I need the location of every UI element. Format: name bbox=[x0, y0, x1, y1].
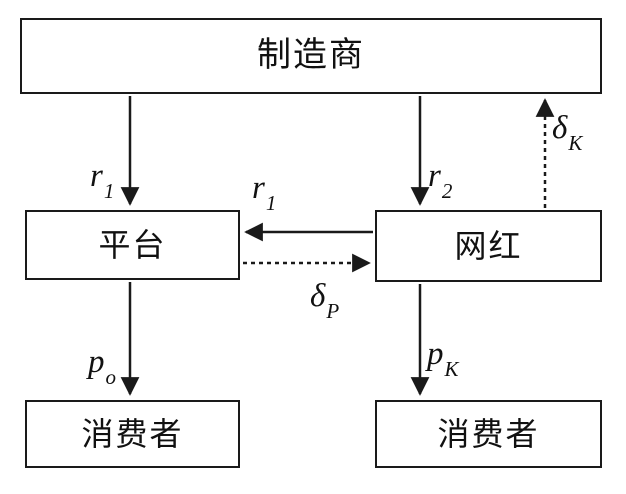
label-subscript: 2 bbox=[441, 178, 453, 203]
label-base: r bbox=[252, 170, 265, 206]
edge-label-r1-horizontal: r1 bbox=[252, 170, 276, 214]
label-subscript: o bbox=[105, 364, 117, 389]
node-manufacturer-label: 制造商 bbox=[257, 37, 365, 74]
node-influencer-label: 网红 bbox=[454, 228, 523, 264]
label-subscript: 1 bbox=[265, 190, 277, 215]
edge-label-delta-P: δP bbox=[310, 278, 339, 322]
node-platform-label: 平台 bbox=[98, 227, 167, 263]
label-base: p bbox=[88, 344, 105, 380]
label-subscript: K bbox=[444, 356, 459, 381]
label-subscript: K bbox=[568, 130, 583, 155]
node-platform: 平台 bbox=[25, 210, 240, 280]
edge-label-r2-vertical: r2 bbox=[428, 158, 452, 202]
node-manufacturer: 制造商 bbox=[20, 18, 602, 94]
label-base: r bbox=[90, 158, 103, 194]
edge-label-r1-vertical: r1 bbox=[90, 158, 114, 202]
edge-label-delta-K: δK bbox=[552, 110, 582, 154]
label-base: r bbox=[428, 158, 441, 194]
label-base: δ bbox=[310, 278, 326, 314]
label-subscript: 1 bbox=[103, 178, 115, 203]
node-consumer-right: 消费者 bbox=[375, 400, 602, 468]
label-base: p bbox=[427, 336, 444, 372]
label-base: δ bbox=[552, 110, 568, 146]
node-consumer-left: 消费者 bbox=[25, 400, 240, 468]
label-subscript: P bbox=[326, 298, 340, 323]
node-consumer-right-label: 消费者 bbox=[437, 416, 540, 452]
node-influencer: 网红 bbox=[375, 210, 602, 282]
edge-label-p-K: pK bbox=[427, 336, 459, 380]
node-consumer-left-label: 消费者 bbox=[81, 416, 184, 452]
edge-label-p-o: po bbox=[88, 344, 116, 388]
